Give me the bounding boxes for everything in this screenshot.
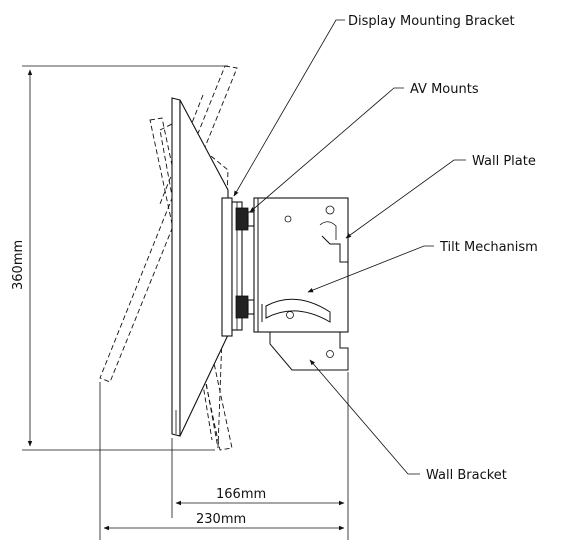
- av-mounts-label: AV Mounts: [410, 82, 479, 97]
- upright-display: [171, 97, 229, 437]
- display-mounting-bracket-label: Display Mounting Bracket: [348, 14, 515, 29]
- dimension-lines: [22, 65, 349, 540]
- wall-bracket-label: Wall Bracket: [426, 468, 507, 483]
- wall-plate: [269, 197, 349, 371]
- wall-bracket-body: [253, 197, 349, 333]
- height-dimension-label: 360mm: [11, 240, 26, 290]
- leader-lines: [233, 19, 466, 475]
- depth-outer-dimension-label: 230mm: [196, 512, 246, 527]
- tilt-slot: [261, 298, 331, 323]
- wall-plate-label: Wall Plate: [472, 154, 536, 169]
- tilt-mechanism-label: Tilt Mechanism: [439, 240, 538, 255]
- depth-inner-dimension-label: 166mm: [216, 487, 266, 502]
